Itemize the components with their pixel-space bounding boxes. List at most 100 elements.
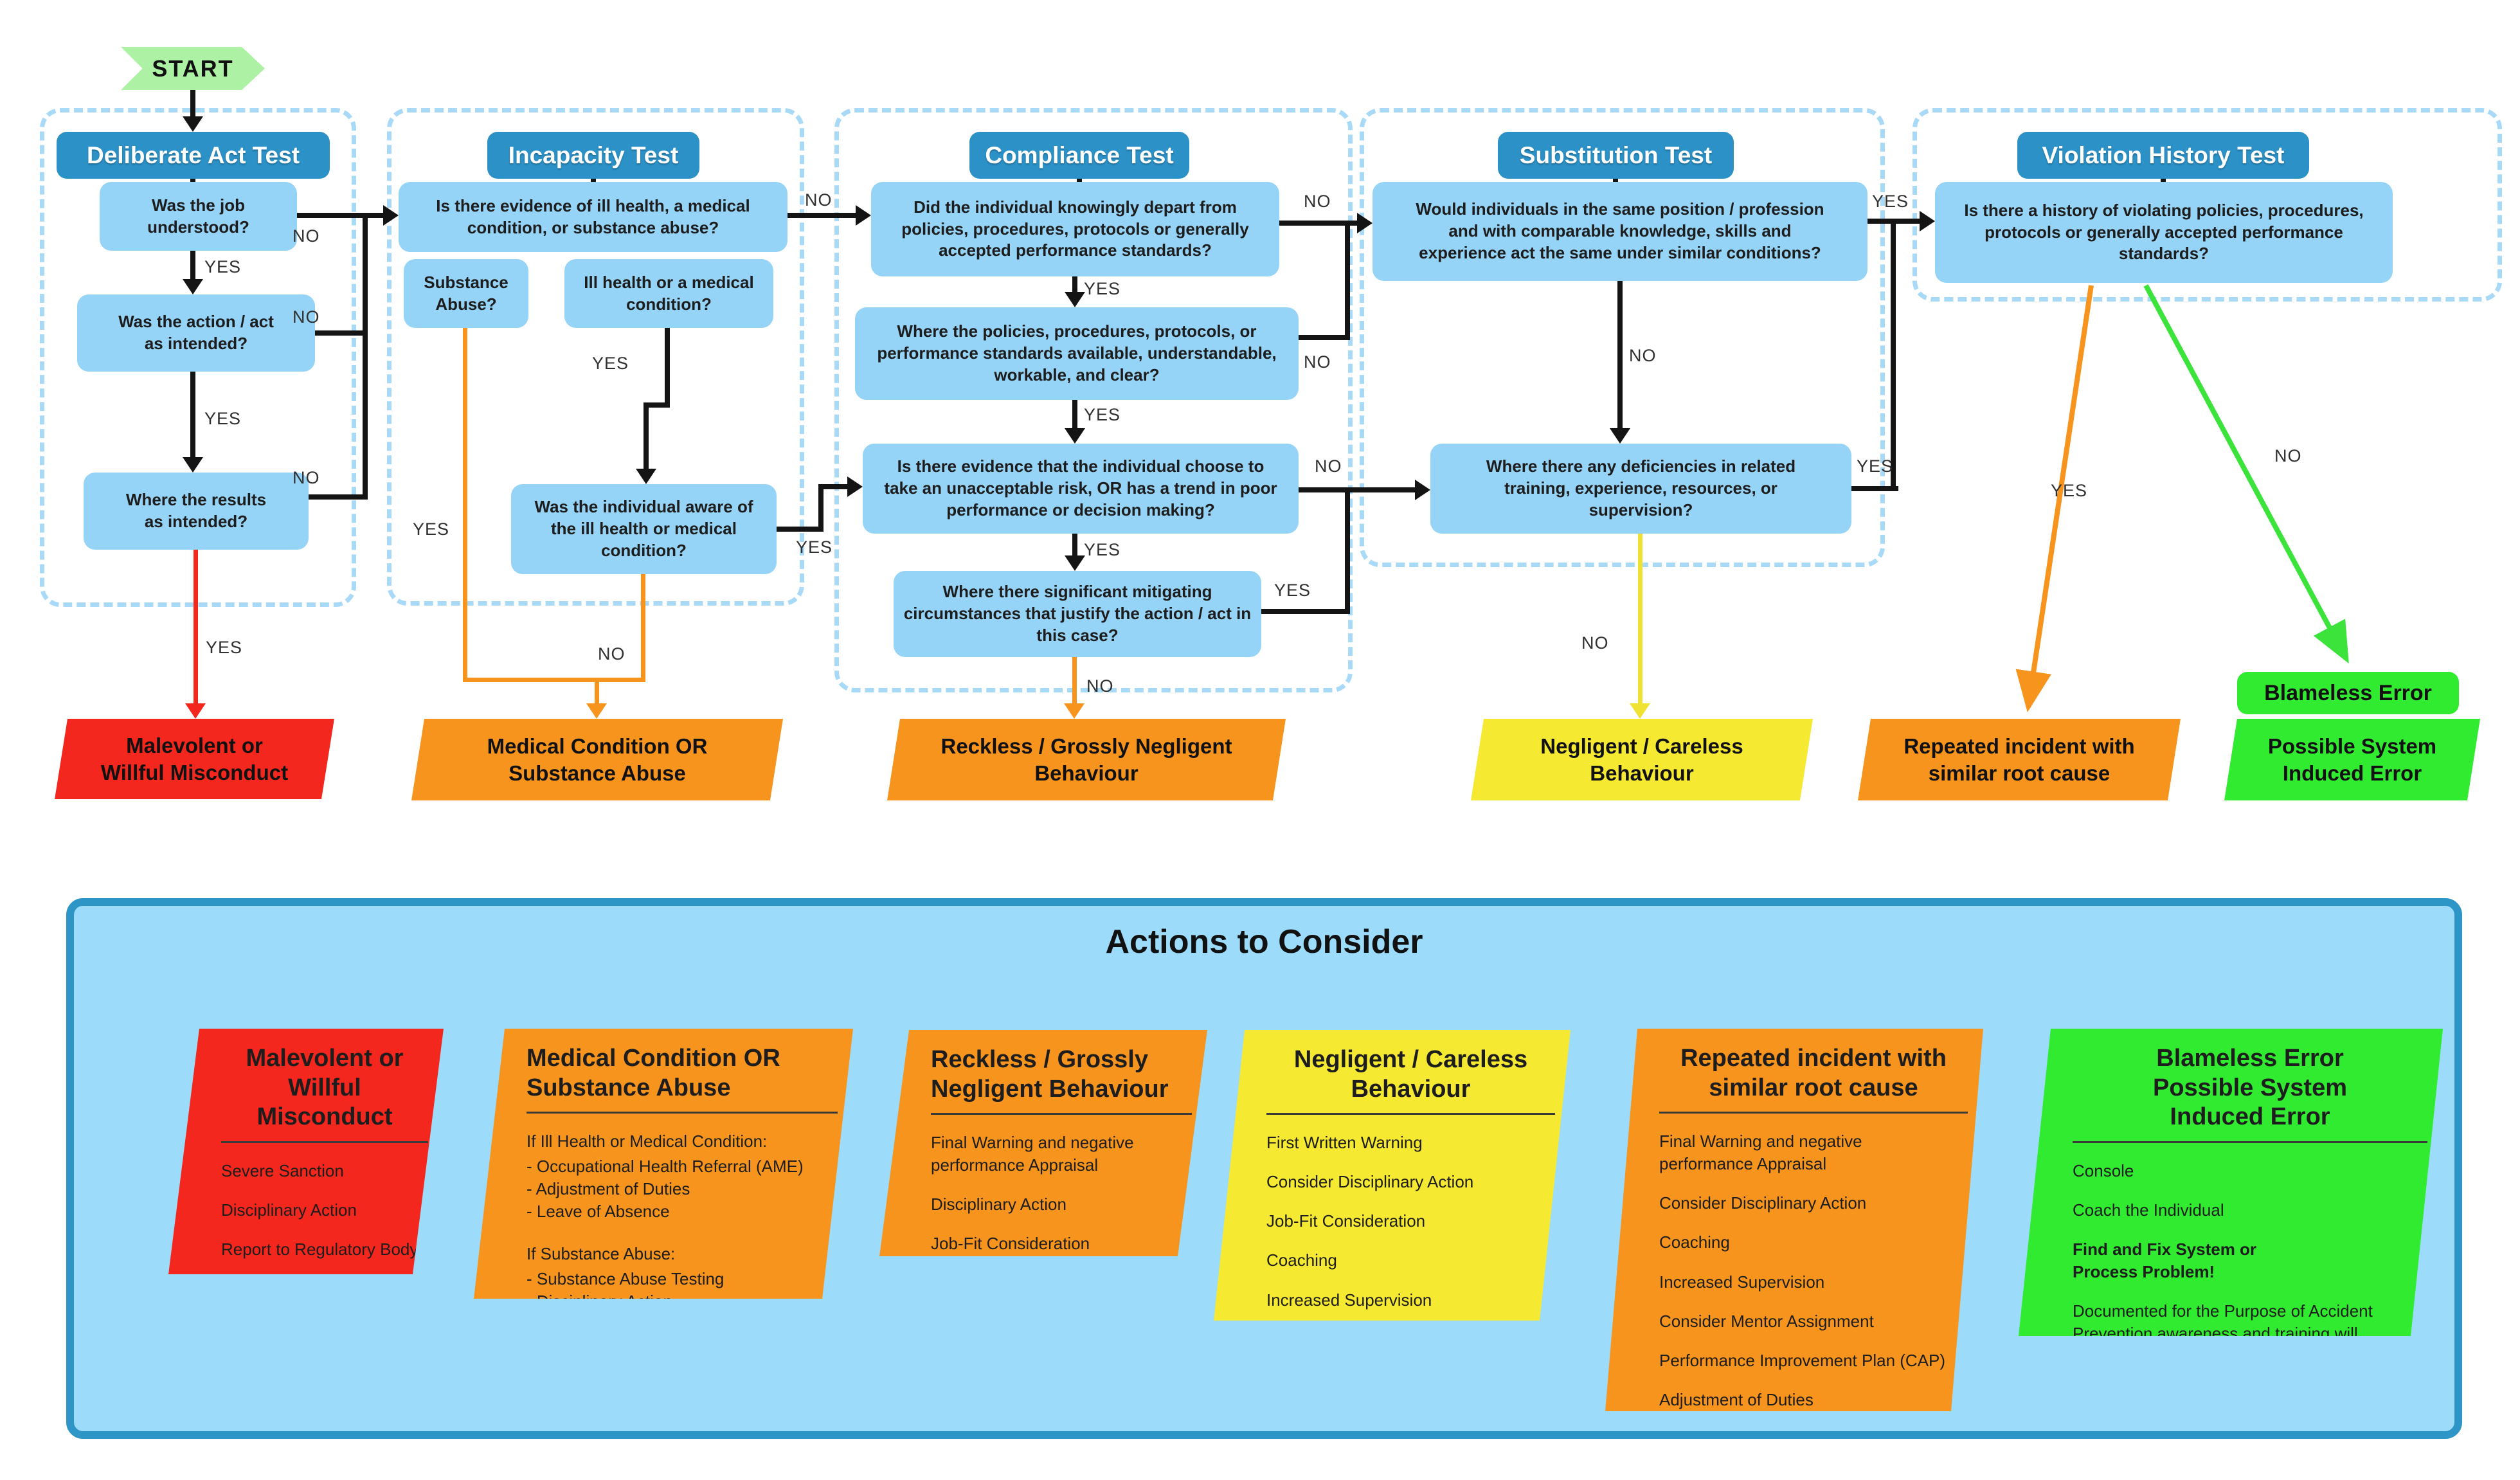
edge-label-yes: YES [1857, 456, 1894, 476]
connector-segment [595, 682, 599, 708]
connector-segment [1299, 487, 1423, 492]
card-blameless: Blameless Error Possible System Induced … [2019, 1029, 2443, 1336]
arrowhead [856, 205, 871, 226]
connector-segment [194, 550, 198, 706]
edge-label-yes: YES [1872, 192, 1909, 211]
arrowhead [1630, 703, 1650, 719]
card-repeated-incident-item: Adjustment of Duties [1659, 1389, 1814, 1409]
card-repeated-incident-item: Consider Disciplinary Action [1659, 1193, 1867, 1213]
q-unacceptable-risk: Is there evidence that the individual ch… [863, 444, 1299, 534]
connector-segment [190, 251, 195, 287]
connector-segment [363, 213, 368, 500]
connector-segment [1279, 221, 1365, 226]
connector-segment [1072, 657, 1077, 708]
card-malevolent-item: Disciplinary Action [221, 1200, 357, 1220]
card-malevolent-title: Malevolent or Willful Misconduct [221, 1044, 428, 1143]
q-policies-available: Where the policies, procedures, protocol… [855, 307, 1299, 400]
arrowhead [1065, 292, 1085, 307]
connector-segment [1299, 335, 1350, 340]
group-compliance-test [834, 108, 1353, 692]
connector-segment [818, 484, 855, 489]
outcome-malevolent: Malevolent or Willful Misconduct [55, 719, 334, 799]
card-blameless-item: Console [2073, 1160, 2134, 1180]
card-blameless-item: Coach the Individual [2073, 1200, 2224, 1220]
arrowhead [1064, 703, 1084, 719]
connector-segment [1261, 609, 1350, 614]
connector-segment [644, 402, 670, 408]
connector-segment [1638, 534, 1643, 708]
card-malevolent-item: Report to Regulatory Body [221, 1239, 419, 1259]
edge-violation-no [2143, 284, 2349, 664]
card-repeated-incident: Repeated incident with similar root caus… [1605, 1029, 1983, 1411]
card-repeated-incident-item: Performance Improvement Plan (CAP) [1659, 1350, 1946, 1370]
outcome-blameless: Blameless Error [2237, 672, 2459, 714]
edge-label-no: NO [292, 468, 320, 487]
edge-label-no: NO [1315, 456, 1342, 476]
header-violation-history-test: Violation History Test [2017, 132, 2309, 179]
connector-segment [818, 484, 824, 532]
edge-label-yes: YES [206, 638, 243, 657]
arrowhead [847, 476, 863, 497]
connector-segment [190, 90, 195, 127]
q-violation-history: Is there a history of violating policies… [1935, 182, 2393, 283]
connector-segment [1077, 179, 1082, 183]
edge-label-yes: YES [1084, 405, 1121, 424]
edge-label-yes: YES [204, 409, 242, 428]
edge-label-yes: YES [592, 354, 629, 373]
q-mitigating-circumstances: Where there significant mitigating circu… [894, 571, 1261, 657]
card-negligent-item: Increased Supervision [1266, 1290, 1432, 1310]
edge-label-no: NO [805, 190, 833, 210]
card-medical-substance-item: If Ill Health or Medical Condition: [526, 1132, 768, 1151]
card-medical-substance-item: - Occupational Health Referral (AME) - A… [526, 1157, 804, 1222]
arrowhead [183, 457, 203, 473]
edge-label-no: NO [598, 644, 626, 663]
connector-segment [190, 372, 195, 465]
group-incapacity-test [387, 108, 804, 606]
card-negligent-item: First Written Warning [1266, 1133, 1423, 1153]
card-reckless-item: Final Warning and negative performance A… [931, 1133, 1134, 1175]
edge-label-no: NO [1304, 352, 1331, 372]
start-banner: START [121, 47, 265, 90]
edge-label-no: NO [1304, 192, 1331, 211]
connector-segment [1617, 281, 1623, 435]
edge-label-no: NO [2274, 446, 2302, 465]
card-blameless-title: Blameless Error Possible System Induced … [2073, 1044, 2427, 1143]
connector-segment [644, 408, 649, 476]
q-ill-health-evidence: Is there evidence of ill health, a medic… [399, 182, 788, 252]
arrowhead [1415, 480, 1430, 500]
card-repeated-incident-item: Consider Mentor Assignment [1659, 1311, 1874, 1331]
connector-segment [297, 213, 391, 218]
connector-segment [190, 179, 195, 183]
edge-label-no: NO [292, 226, 320, 246]
card-malevolent-item: Severe Sanction [221, 1160, 344, 1180]
edge-label-yes: YES [1084, 279, 1121, 298]
group-deliberate-act-test [40, 108, 356, 607]
card-reckless-item: Disciplinary Action [931, 1195, 1066, 1214]
arrowhead [185, 703, 206, 719]
outcome-repeated-incident: Repeated incident with similar root caus… [1858, 719, 2181, 800]
card-negligent-item: Coaching [1266, 1250, 1337, 1270]
actions-panel-title: Actions to Consider [1105, 923, 1423, 961]
header-incapacity-test: Incapacity Test [487, 132, 699, 179]
connector-segment [1891, 219, 1896, 491]
q-results-as-intended: Where the results as intended? [84, 473, 309, 550]
header-deliberate-act-test: Deliberate Act Test [57, 132, 330, 179]
edge-label-yes: YES [1274, 581, 1311, 600]
q-job-understood: Was the job understood? [100, 182, 297, 251]
arrowhead [636, 469, 656, 484]
q-substitution-same-act: Would individuals in the same position /… [1372, 182, 1868, 281]
connector-segment [1613, 179, 1618, 183]
edge-label-yes: YES [796, 537, 833, 557]
connector-segment [1345, 223, 1350, 340]
card-blameless-item: Find and Fix System or Process Problem! [2073, 1239, 2257, 1282]
card-negligent-item: Consider Disciplinary Action [1266, 1172, 1474, 1192]
edge-label-no: NO [1581, 633, 1609, 653]
arrowhead [183, 116, 203, 132]
arrowhead [1357, 213, 1372, 233]
q-action-as-intended: Was the action / act as intended? [77, 294, 315, 372]
